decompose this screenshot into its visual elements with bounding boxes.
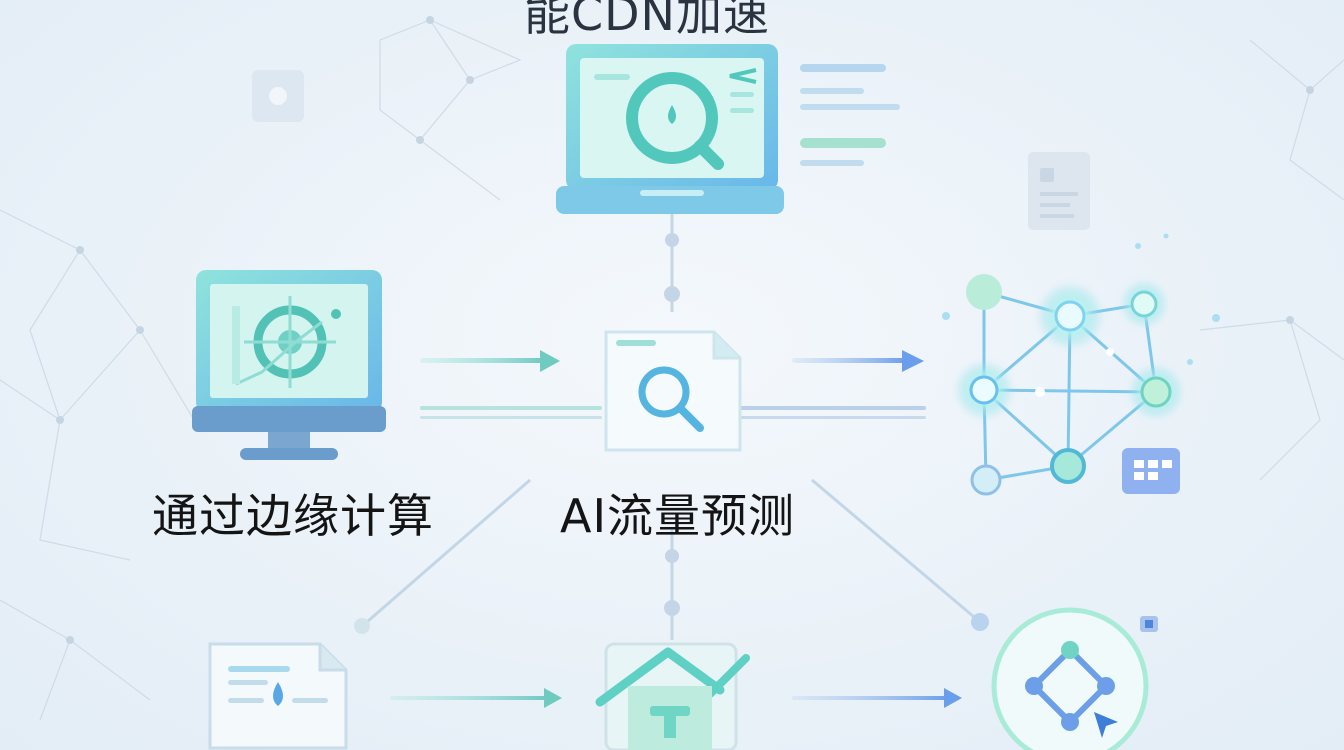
background-dots — [56, 16, 1314, 644]
connector-top — [664, 214, 680, 312]
arrow-bottom-left — [390, 688, 562, 708]
arrow-bottom-right — [792, 688, 962, 708]
arrow-ai-to-network — [792, 350, 924, 372]
label-edge-computing: 通过边缘计算 — [152, 489, 434, 543]
label-ai-traffic-prediction: AI流量预测 — [560, 489, 796, 543]
laptop-search-icon — [556, 44, 784, 214]
document-drop-icon — [208, 642, 348, 750]
faint-document-icon — [1028, 152, 1090, 230]
connector-diagonals — [354, 478, 989, 634]
home-hub-icon — [595, 642, 750, 750]
speed-lines-icon — [800, 64, 900, 166]
cursor-node-icon — [991, 607, 1158, 750]
connector-bottom — [664, 530, 680, 640]
arrow-edge-to-ai — [420, 350, 560, 372]
network-graph-icon — [942, 233, 1220, 496]
document-search-icon — [604, 330, 742, 452]
monitor-analytics-icon — [192, 270, 386, 460]
diagram-title: 能CDN加速 — [524, 0, 770, 41]
data-stream-lines — [420, 406, 926, 419]
grid-chip-icon — [1122, 448, 1180, 494]
